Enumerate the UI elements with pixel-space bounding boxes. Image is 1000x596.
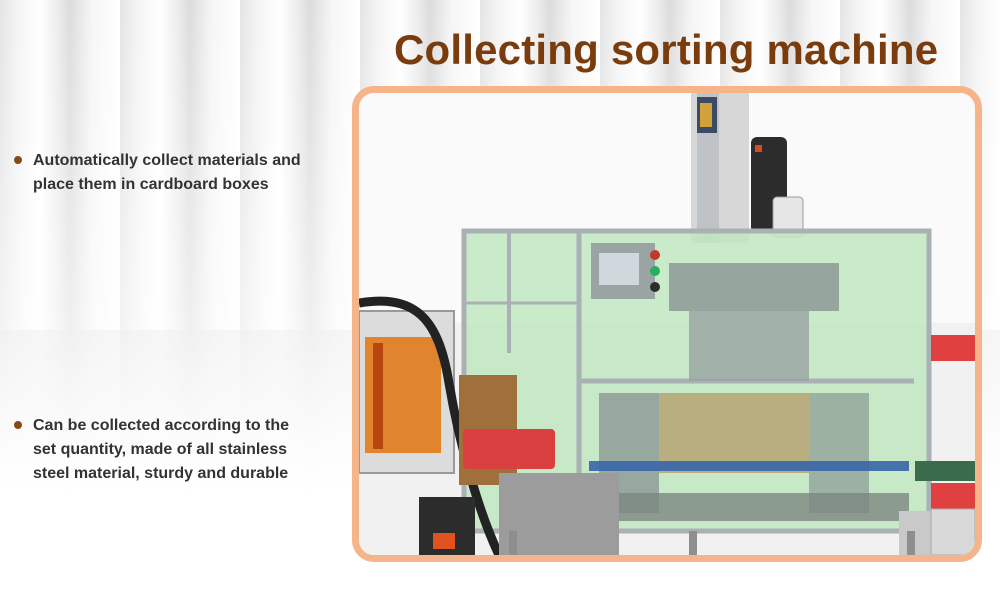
- bullet-dot-icon: [14, 156, 22, 164]
- feature-text-2: Can be collected according to the set qu…: [33, 417, 290, 482]
- feature-text-1: Automatically collect materials and plac…: [33, 152, 301, 193]
- feature-item-2: Can be collected according to the set qu…: [14, 414, 334, 486]
- page-title: Collecting sorting machine: [394, 26, 939, 73]
- bullet-dot-icon: [14, 421, 22, 429]
- machine-photo: [359, 93, 975, 555]
- feature-item-1: Automatically collect materials and plac…: [14, 149, 334, 197]
- machine-photo-frame: [352, 86, 982, 562]
